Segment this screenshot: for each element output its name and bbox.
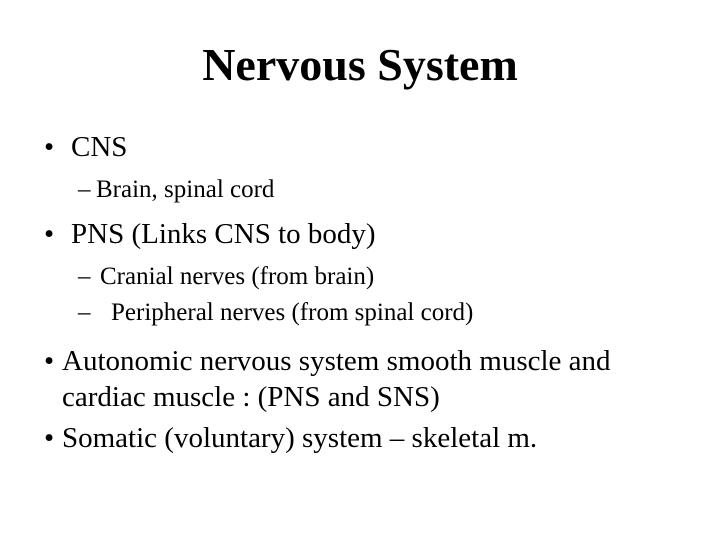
- bullet-icon: •: [44, 422, 55, 454]
- slide-title: Nervous System: [202, 39, 518, 90]
- bullet-item-cns: • CNS: [0, 129, 720, 165]
- bullet-icon: •: [44, 218, 55, 250]
- dash-icon: –: [78, 176, 91, 203]
- dash-icon: –: [78, 263, 91, 290]
- sub-bullet-item-brain-spinal-cord: – Brain, spinal cord: [0, 175, 720, 205]
- sub-bullet-item-peripheral-nerves: – Peripheral nerves (from spinal cord): [0, 298, 720, 328]
- bullet-item-somatic: • Somatic (voluntary) system – skeletal …: [0, 420, 720, 456]
- bullet-text: CNS: [71, 131, 128, 163]
- bullet-icon: •: [44, 345, 55, 377]
- sub-bullet-text: Peripheral nerves (from spinal cord): [111, 299, 474, 326]
- dash-icon: –: [78, 299, 91, 326]
- bullet-text-line-2: cardiac muscle : (PNS and SNS): [62, 381, 440, 413]
- sub-bullet-item-cranial-nerves: – Cranial nerves (from brain): [0, 262, 720, 292]
- bullet-text: Somatic (voluntary) system – skeletal m.: [62, 422, 538, 454]
- bullet-text-line-1: Autonomic nervous system smooth muscle a…: [62, 345, 611, 377]
- sub-bullet-text: Cranial nerves (from brain): [100, 263, 375, 290]
- sub-bullet-text: Brain, spinal cord: [96, 176, 275, 203]
- bullet-item-pns: • PNS (Links CNS to body): [0, 216, 720, 252]
- bullet-item-autonomic: • Autonomic nervous system smooth muscle…: [0, 343, 720, 415]
- bullet-icon: •: [44, 131, 55, 163]
- bullet-text: PNS (Links CNS to body): [71, 218, 376, 250]
